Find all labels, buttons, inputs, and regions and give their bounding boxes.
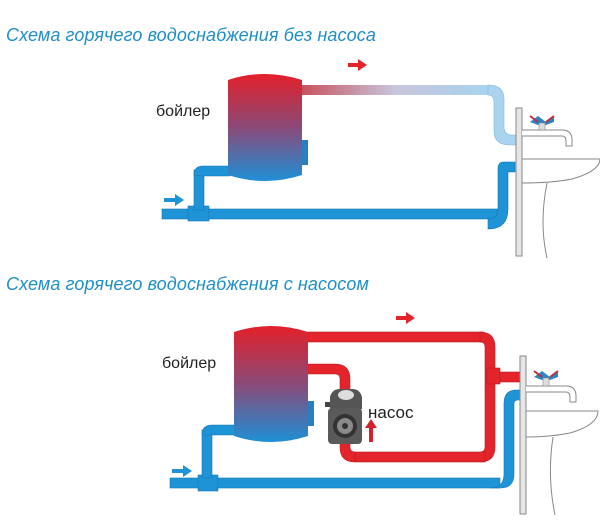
hot-pipe <box>302 84 518 146</box>
faucet-handle-icon <box>533 370 559 387</box>
sink <box>515 107 600 259</box>
cold-pipe <box>161 161 516 230</box>
pump-icon <box>325 389 362 450</box>
hot-flow-arrow <box>348 59 367 71</box>
diagram-no-pump <box>161 59 600 259</box>
diagram-with-pump <box>169 312 599 516</box>
boiler-tank <box>228 74 308 181</box>
faucet-handle-icon <box>529 115 555 131</box>
cold-pipe <box>169 389 522 492</box>
boiler-tank <box>234 326 314 442</box>
diagram-title-no-pump: Схема горячего водоснабжения без насоса <box>6 25 376 45</box>
diagram-title-with-pump: Схема горячего водоснабжения с насосом <box>6 274 369 294</box>
boiler-label: бойлер <box>162 355 217 372</box>
boiler-label: бойлер <box>156 103 211 120</box>
cold-flow-arrow <box>164 194 184 206</box>
pump-label: насос <box>368 403 414 422</box>
pump-flow-arrow <box>365 419 377 442</box>
sink <box>519 355 599 516</box>
hot-flow-arrow <box>396 312 415 324</box>
cold-flow-arrow <box>172 465 192 477</box>
